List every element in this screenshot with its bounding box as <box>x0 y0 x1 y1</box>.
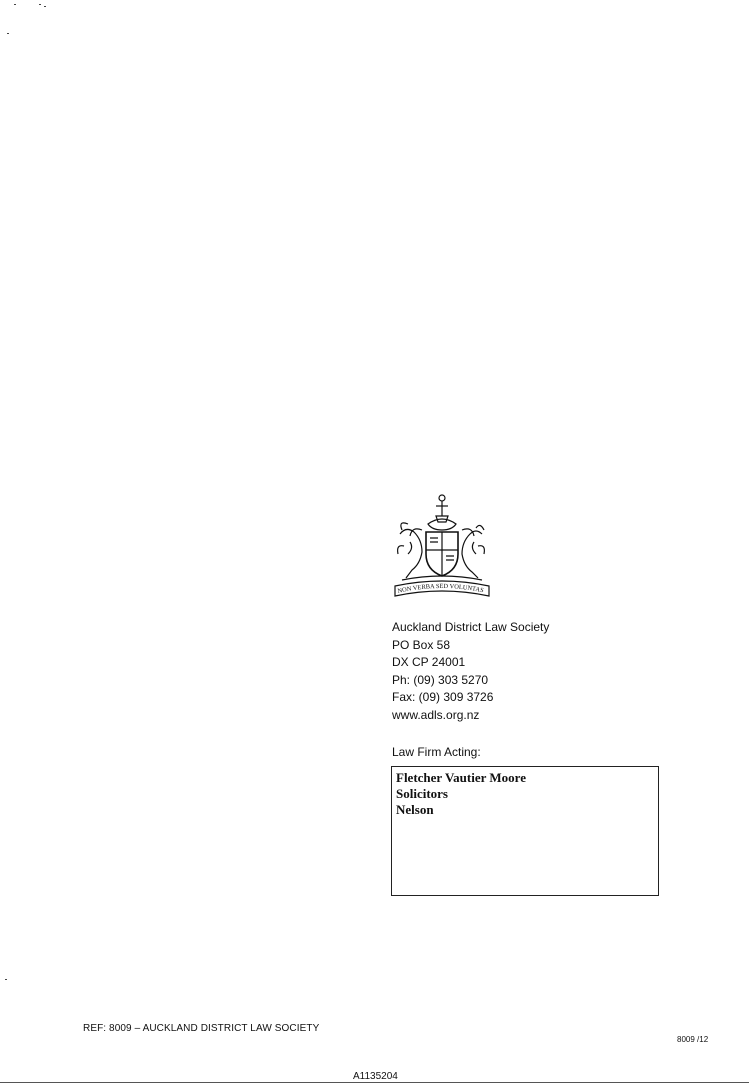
scan-speck <box>14 4 16 5</box>
law-firm-name: Fletcher Vautier Moore <box>396 770 526 785</box>
fax-number: Fax: (09) 309 3726 <box>392 690 494 705</box>
svg-text:NON VERBA SED VOLUNTAS: NON VERBA SED VOLUNTAS <box>397 583 485 595</box>
coat-of-arms-logo: NON VERBA SED VOLUNTAS <box>394 494 490 597</box>
law-firm-type: Solicitors <box>396 786 448 801</box>
page-code: 8009 /12 <box>677 1035 709 1044</box>
law-firm-location: Nelson <box>396 802 434 817</box>
document-code: A1135204 <box>351 1071 400 1082</box>
footer-divider <box>0 1082 749 1083</box>
scan-speck <box>44 6 46 7</box>
law-firm-label: Law Firm Acting: <box>392 745 481 759</box>
po-box: PO Box 58 <box>392 637 451 652</box>
scan-speck <box>39 4 41 5</box>
society-address: Auckland District Law Society PO Box 58 … <box>392 619 549 725</box>
dx-number: DX CP 24001 <box>392 655 466 670</box>
society-name: Auckland District Law Society <box>392 620 550 634</box>
website-url: www.adls.org.nz <box>392 707 480 722</box>
phone-number: Ph: (09) 303 5270 <box>392 672 489 687</box>
crest-motto: NON VERBA SED VOLUNTAS <box>397 583 485 595</box>
scan-speck <box>7 33 9 34</box>
law-firm-box: Fletcher Vautier Moore Solicitors Nelson <box>391 766 659 896</box>
reference-text: REF: 8009 – AUCKLAND DISTRICT LAW SOCIET… <box>83 1023 320 1034</box>
scan-speck <box>5 979 7 980</box>
